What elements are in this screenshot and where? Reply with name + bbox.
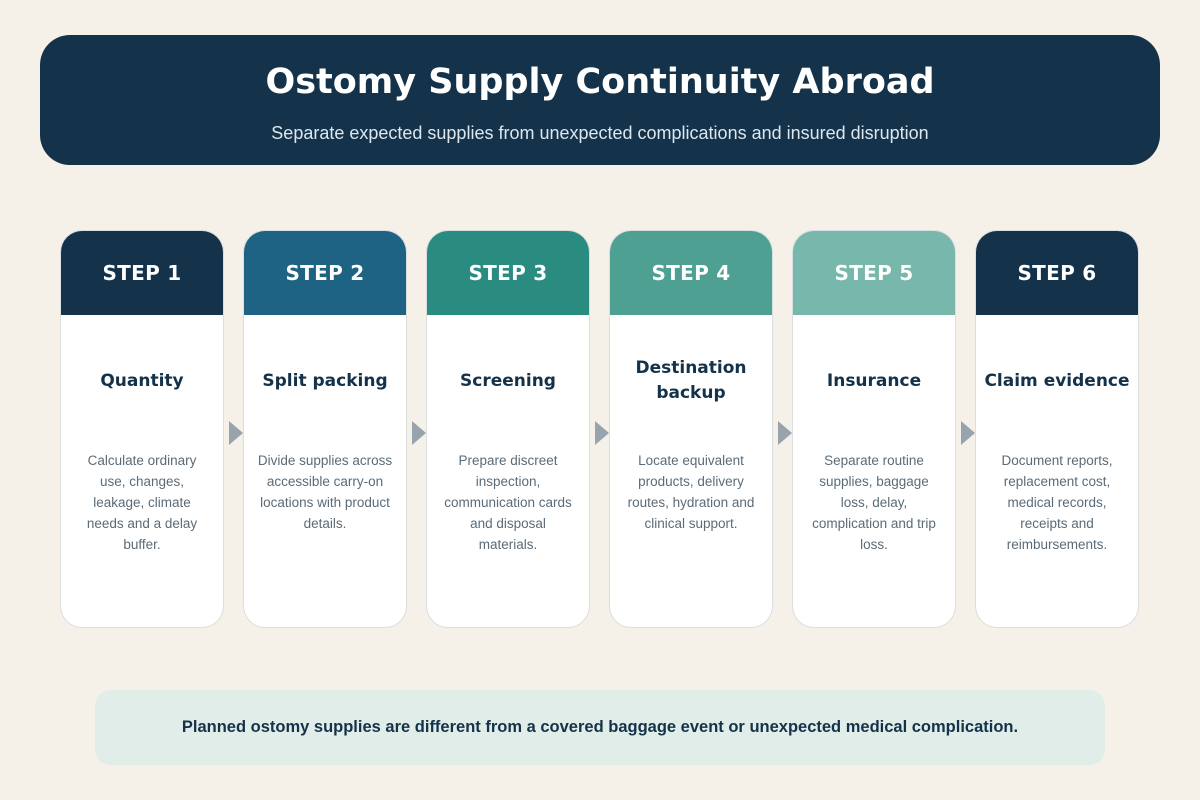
step-label: STEP 1 [102, 261, 182, 285]
step-header-4: STEP 4 [610, 231, 772, 315]
step-card-2: STEP 2 Split packing Divide supplies acr… [243, 230, 407, 628]
step-header-1: STEP 1 [61, 231, 223, 315]
arrow-right-icon [961, 421, 975, 445]
step-header-6: STEP 6 [976, 231, 1138, 315]
arrow-right-icon [778, 421, 792, 445]
step-description: Divide supplies across accessible carry-… [257, 453, 393, 531]
step-description: Separate routine supplies, baggage loss,… [812, 453, 936, 552]
arrow-right-icon [229, 421, 243, 445]
step-title: Destination backup [635, 358, 747, 403]
step-title: Claim evidence [984, 370, 1130, 391]
page-subtitle: Separate expected supplies from unexpect… [271, 123, 929, 143]
step-label: STEP 2 [285, 261, 365, 285]
step-header-2: STEP 2 [244, 231, 406, 315]
step-label: STEP 3 [468, 261, 548, 285]
page-title: Ostomy Supply Continuity Abroad [265, 62, 935, 102]
step-card-6: STEP 6 Claim evidence Document reports, … [975, 230, 1139, 628]
step-card-4: STEP 4 Destination backup Locate equival… [609, 230, 773, 628]
arrow-right-icon [412, 421, 426, 445]
step-label: STEP 4 [651, 261, 731, 285]
step-title: Screening [460, 370, 556, 391]
step-label: STEP 5 [834, 261, 914, 285]
step-label: STEP 6 [1017, 261, 1097, 285]
footer-note-text: Planned ostomy supplies are different fr… [181, 718, 1019, 736]
step-header-3: STEP 3 [427, 231, 589, 315]
header-banner: Ostomy Supply Continuity Abroad Separate… [40, 35, 1160, 165]
step-header-5: STEP 5 [793, 231, 955, 315]
step-description: Document reports, replacement cost, medi… [1001, 453, 1113, 552]
step-card-3: STEP 3 Screening Prepare discreet inspec… [426, 230, 590, 628]
step-title: Split packing [262, 370, 388, 391]
step-description: Prepare discreet inspection, communicati… [444, 453, 572, 552]
step-card-5: STEP 5 Insurance Separate routine suppli… [792, 230, 956, 628]
step-title: Quantity [100, 370, 184, 391]
step-card-1: STEP 1 Quantity Calculate ordinary use, … [60, 230, 224, 628]
arrow-right-icon [595, 421, 609, 445]
step-description: Calculate ordinary use, changes, leakage… [86, 453, 198, 552]
step-title: Insurance [826, 370, 922, 391]
step-description: Locate equivalent products, delivery rou… [627, 453, 755, 531]
footer-note: Planned ostomy supplies are different fr… [95, 690, 1105, 765]
